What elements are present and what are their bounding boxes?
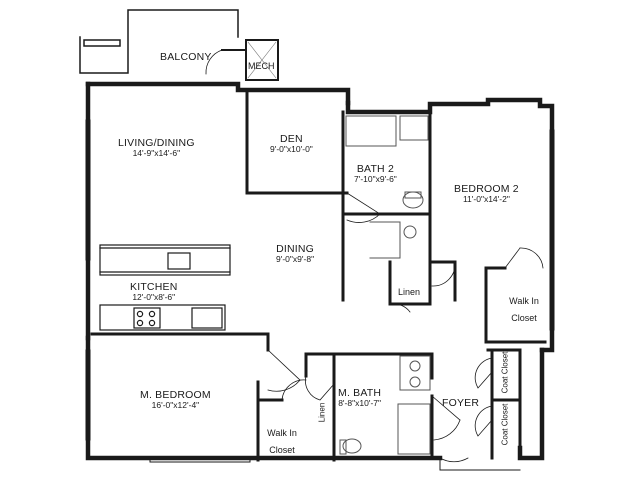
mech-room [205,39,279,81]
coat-closet-1-label: Coat Closet [500,351,510,394]
foyer-label: FOYER [442,397,480,409]
balcony-outline [79,9,239,74]
kitchen-label: KITCHEN 12'-0"x8'-6" [130,281,178,303]
bath2-label: BATH 2 7'-10"x9'-6" [354,163,397,185]
linen-upper-label: Linen [398,287,421,297]
door-swings [267,192,544,463]
coat-closet-2-label: Coat Closet [500,403,510,446]
living-dining-label: LIVING/DINING 14'-9"x14'-6" [118,137,195,159]
walk-in-closet-br2-label: Walk In Closet [509,296,539,323]
windows [85,119,555,471]
den-label: DEN 9'-0"x10'-0" [270,133,313,155]
master-bath-fixtures [339,355,431,455]
walk-in-closet-master-label: Walk In Closet [267,428,297,455]
dining-label: DINING 9'-0"x9'-8" [276,243,315,265]
master-bedroom-label: M. BEDROOM 16'-0"x12'-4" [140,389,211,411]
linen-lower-label: Linen [317,402,327,423]
exterior-walls [85,81,555,461]
master-bath-label: M. BATH 8'-8"x10'-7" [338,387,382,409]
bedroom2-label: BEDROOM 2 11'-0"x14'-2" [454,183,519,205]
balcony-label: BALCONY [160,51,212,63]
bath2-fixtures [345,115,429,259]
mech-label: MECH [248,61,275,71]
kitchen-counters [99,244,231,331]
interior-walls [90,88,547,462]
